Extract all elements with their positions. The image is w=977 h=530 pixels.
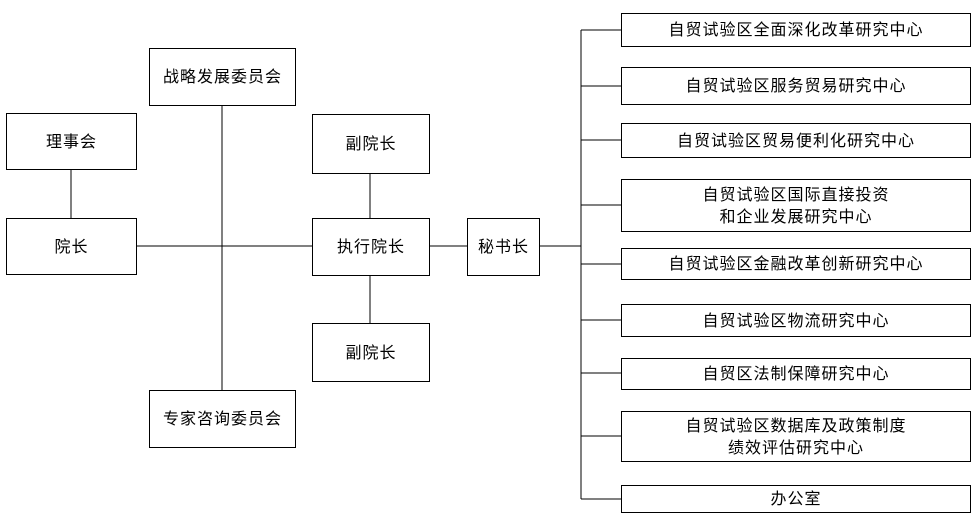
expert-committee-label: 专家咨询委员会 (162, 409, 282, 428)
center-box: 自贸试验区服务贸易研究中心 (621, 67, 971, 105)
center-box: 自贸试验区国际直接投资 和企业发展研究中心 (621, 179, 971, 232)
center-box: 自贸试验区全面深化改革研究中心 (621, 13, 971, 47)
center-box: 自贸试验区金融改革创新研究中心 (621, 248, 971, 280)
strategy-committee-box: 战略发展委员会 (149, 48, 296, 106)
office-label: 办公室 (770, 489, 822, 508)
vice-president-bottom-label: 副院长 (345, 342, 397, 362)
center-box: 自贸区法制保障研究中心 (621, 358, 971, 390)
council-label: 理事会 (45, 131, 97, 151)
center-label: 自贸试验区全面深化改革研究中心 (668, 20, 924, 39)
expert-committee-box: 专家咨询委员会 (149, 390, 296, 448)
center-label: 自贸试验区服务贸易研究中心 (685, 76, 907, 95)
vice-president-bottom-box: 副院长 (312, 323, 430, 382)
strategy-committee-label: 战略发展委员会 (162, 67, 282, 86)
secretary-general-label: 秘书长 (477, 237, 529, 256)
center-label: 自贸试验区物流研究中心 (702, 310, 890, 330)
office-box: 办公室 (621, 485, 971, 513)
executive-president-box: 执行院长 (312, 218, 430, 276)
center-label: 自贸试验区数据库及政策制度 绩效评估研究中心 (685, 415, 907, 457)
center-box: 自贸试验区贸易便利化研究中心 (621, 123, 971, 158)
council-box: 理事会 (6, 113, 137, 170)
center-box: 自贸试验区物流研究中心 (621, 304, 971, 337)
center-label: 自贸区法制保障研究中心 (702, 364, 890, 383)
vice-president-top-label: 副院长 (345, 134, 397, 153)
president-label: 院长 (54, 236, 89, 256)
secretary-general-box: 秘书长 (467, 218, 540, 276)
center-label: 自贸试验区贸易便利化研究中心 (676, 130, 915, 150)
president-box: 院长 (6, 218, 137, 275)
center-label: 自贸试验区国际直接投资 和企业发展研究中心 (702, 184, 890, 226)
executive-president-label: 执行院长 (336, 237, 405, 256)
vice-president-top-box: 副院长 (312, 114, 430, 174)
center-label: 自贸试验区金融改革创新研究中心 (668, 254, 924, 273)
center-box: 自贸试验区数据库及政策制度 绩效评估研究中心 (621, 411, 971, 462)
